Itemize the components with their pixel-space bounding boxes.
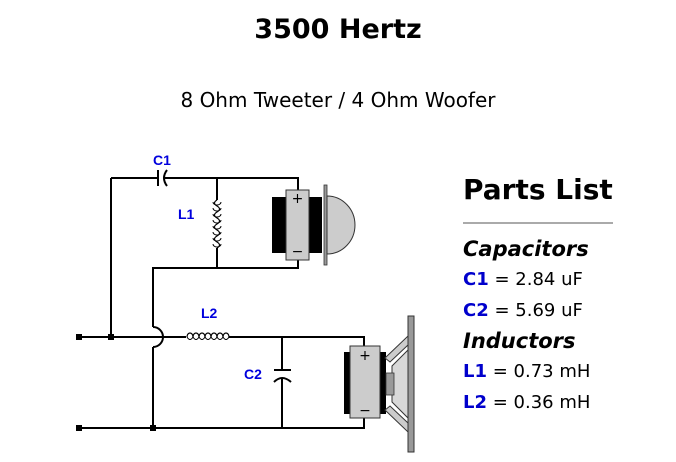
part-value: = 0.73 mH bbox=[492, 361, 591, 382]
label-l1: L1 bbox=[178, 206, 195, 222]
junction-dot bbox=[108, 334, 114, 340]
junction-dot bbox=[150, 425, 156, 431]
wire-tweeter-return bbox=[152, 260, 299, 327]
inductors-heading: Inductors bbox=[463, 329, 576, 353]
tweeter-minus-sign: − bbox=[292, 244, 304, 260]
tweeter-plus-sign: + bbox=[292, 191, 304, 207]
tweeter-dome bbox=[326, 195, 356, 255]
woofer-magnet-front bbox=[378, 352, 386, 414]
part-value: = 2.84 uF bbox=[494, 269, 583, 290]
part-row-c2: C2 = 5.69 uF bbox=[463, 295, 613, 326]
woofer-frame bbox=[407, 315, 415, 453]
capacitors-heading: Capacitors bbox=[463, 237, 589, 261]
part-id: L1 bbox=[463, 361, 487, 382]
part-id: C1 bbox=[463, 269, 489, 290]
part-value: = 0.36 mH bbox=[492, 392, 591, 413]
wire-top-right bbox=[165, 177, 299, 190]
capacitor-c2-symbol bbox=[273, 369, 292, 383]
part-value: = 5.69 uF bbox=[494, 300, 583, 321]
tweeter-driver: + − bbox=[272, 184, 356, 266]
inductor-l1-loops bbox=[212, 201, 222, 248]
woofer-driver: + − bbox=[344, 315, 415, 453]
parts-list-title: Parts List bbox=[463, 173, 613, 206]
parts-list: Parts List Capacitors C1 = 2.84 uF C2 = … bbox=[463, 170, 613, 418]
input-terminal-negative bbox=[76, 425, 82, 431]
wire-ground bbox=[79, 418, 365, 429]
label-c2: C2 bbox=[244, 366, 262, 382]
inductor-l2-symbol bbox=[182, 332, 233, 340]
part-row-l2: L2 = 0.36 mH bbox=[463, 387, 613, 418]
label-l2: L2 bbox=[201, 305, 218, 321]
woofer-magnet-back bbox=[344, 352, 352, 414]
parts-list-divider bbox=[463, 222, 613, 224]
woofer-minus-sign: − bbox=[359, 403, 371, 419]
woofer-body bbox=[349, 345, 381, 419]
tweeter-body bbox=[285, 189, 310, 261]
part-id: L2 bbox=[463, 392, 487, 413]
page-subtitle: 8 Ohm Tweeter / 4 Ohm Woofer bbox=[180, 88, 496, 112]
label-c1: C1 bbox=[153, 152, 171, 168]
part-id: C2 bbox=[463, 300, 489, 321]
page-title: 3500 Hertz bbox=[254, 14, 422, 45]
capacitor-c1-symbol bbox=[157, 169, 168, 187]
woofer-voice-coil bbox=[385, 372, 395, 396]
wires bbox=[79, 177, 365, 429]
woofer-plus-sign: + bbox=[359, 348, 371, 364]
input-terminal-positive bbox=[76, 334, 82, 340]
part-row-c1: C1 = 2.84 uF bbox=[463, 264, 613, 295]
part-row-l1: L1 = 0.73 mH bbox=[463, 356, 613, 387]
wire-to-woofer-positive bbox=[233, 336, 365, 346]
